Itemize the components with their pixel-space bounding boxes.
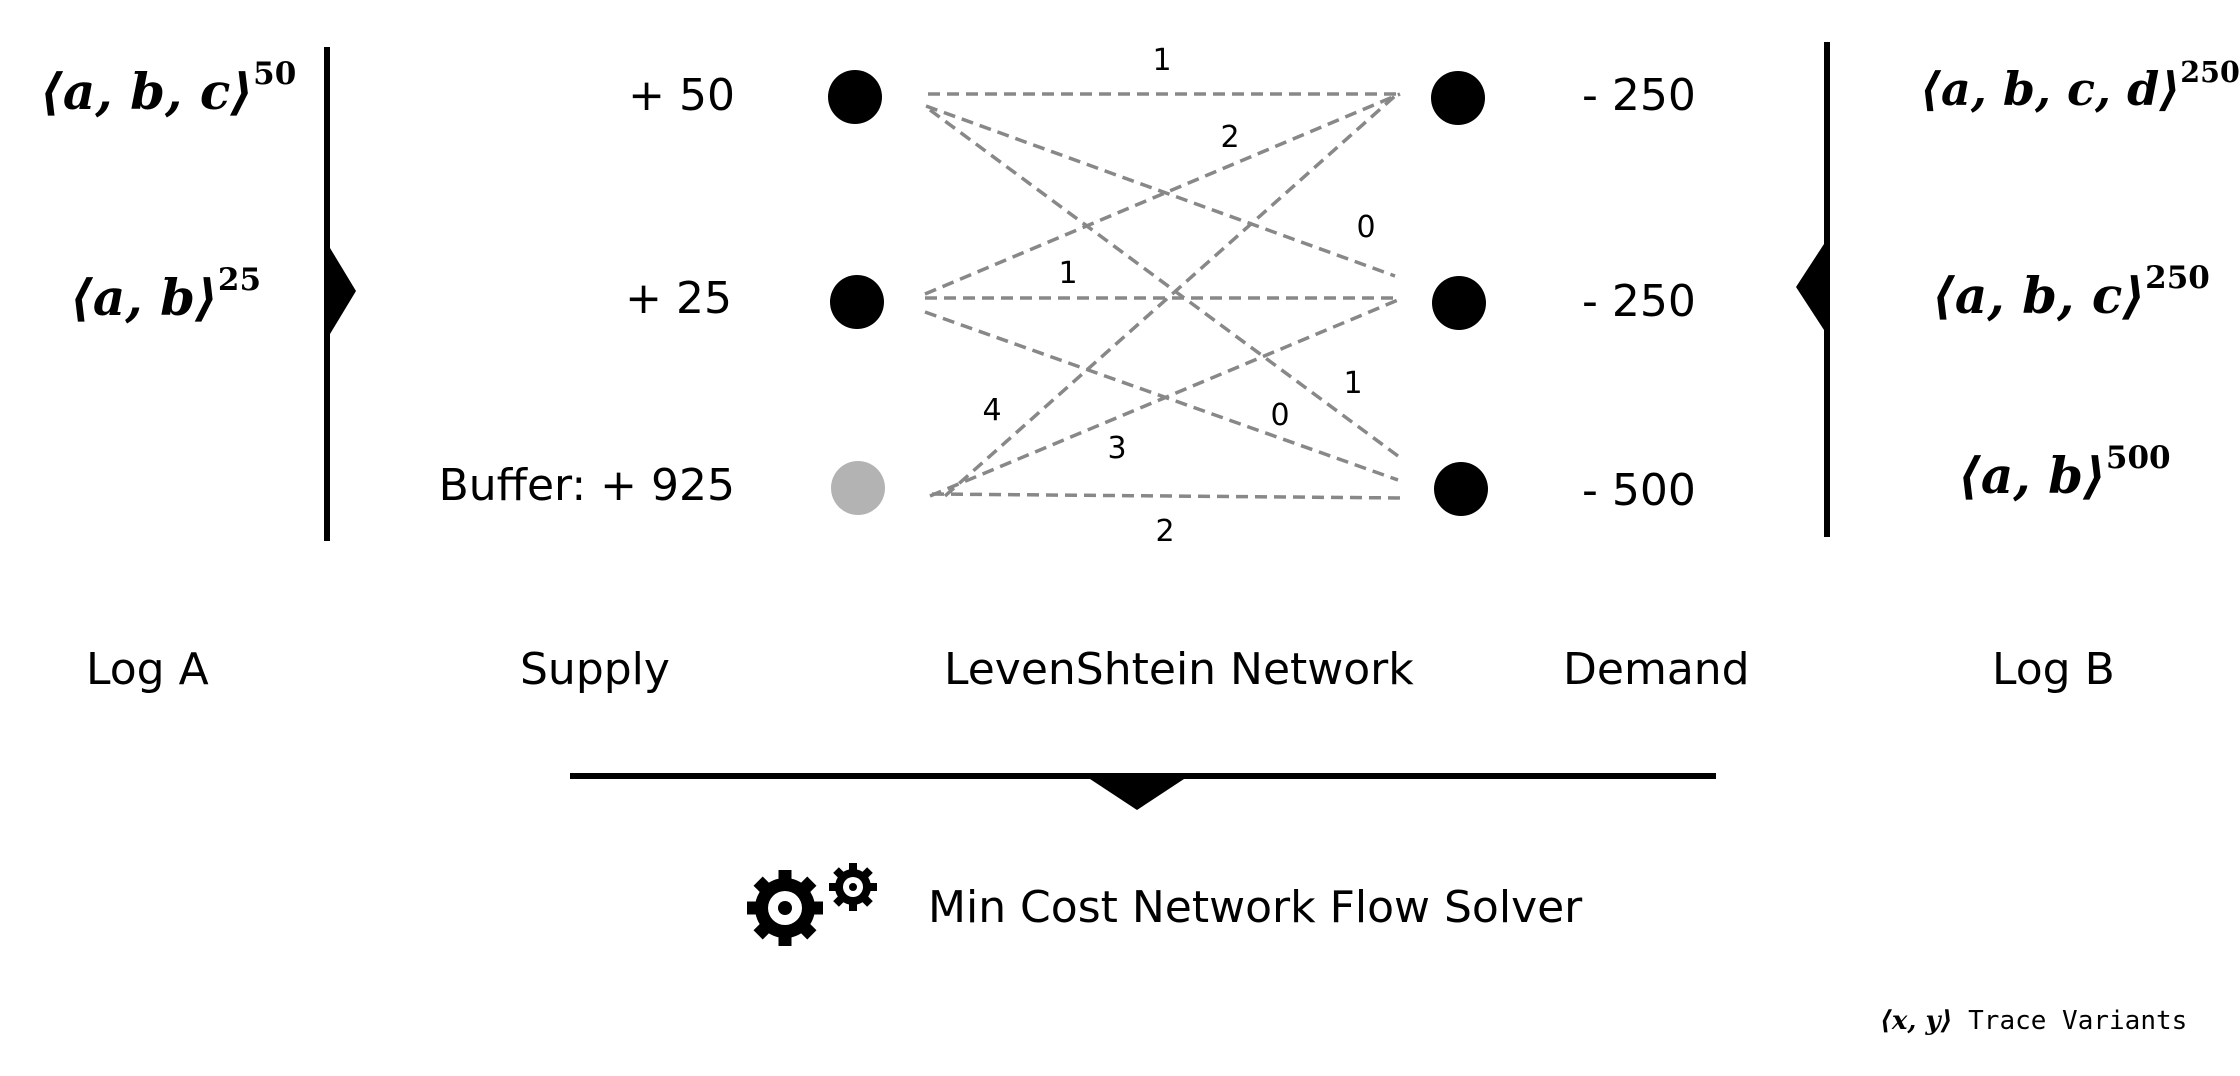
log-b-variant-2: ⟨a, b, c⟩250: [1932, 259, 2210, 325]
supply-label-buffer: Buffer: + 925: [438, 460, 735, 511]
edge-s3-d2: [929, 298, 1399, 498]
log-a-bracket: [324, 47, 356, 541]
network-edge-labels: 1 2 1 0 1 0 4 3 2: [982, 43, 1375, 549]
demand-node: [1434, 462, 1488, 516]
demand-label-2: - 250: [1582, 276, 1696, 327]
edge-cost-label: 1: [1152, 43, 1171, 78]
log-b-variant-3: ⟨a, b⟩500: [1958, 439, 2171, 505]
edge-cost-label: 3: [1107, 431, 1126, 466]
network-edges: [924, 92, 1406, 500]
supply-node: [828, 70, 882, 124]
legend-symbol: ⟨x, y⟩: [1880, 1006, 1953, 1036]
edge-cost-label: 2: [1220, 120, 1239, 155]
legend-text: Trace Variants: [1968, 1006, 2188, 1036]
edge-cost-label: 4: [982, 393, 1001, 428]
edge-s2-d1: [924, 92, 1401, 296]
demand-node: [1432, 276, 1486, 330]
log-b-variant-1: ⟨a, b, c, d⟩250: [1920, 54, 2240, 116]
edge-cost-label: 0: [1356, 210, 1375, 245]
supply-node: [830, 275, 884, 329]
edge-s1-d2: [925, 104, 1396, 278]
network-title: LevenShtein Network: [944, 644, 1414, 695]
demand-node: [1431, 71, 1485, 125]
edge-s2-d3: [924, 310, 1399, 482]
log-b-bracket: [1796, 42, 1830, 537]
legend: ⟨x, y⟩ Trace Variants: [1880, 1006, 2187, 1036]
edge-s3-d3: [931, 492, 1406, 500]
demand-title: Demand: [1563, 644, 1750, 695]
log-b-title: Log B: [1992, 644, 2115, 695]
demand-label-3: - 500: [1582, 465, 1696, 516]
supply-nodes: [828, 70, 885, 515]
log-a-variant-2: ⟨a, b⟩25: [70, 261, 262, 327]
edge-cost-label: 1: [1343, 366, 1362, 401]
supply-title: Supply: [520, 644, 670, 695]
log-a-title: Log A: [86, 644, 209, 695]
demand-label-1: - 250: [1582, 70, 1696, 121]
demand-nodes: [1431, 71, 1488, 516]
buffer-node: [831, 461, 885, 515]
solver-label: Min Cost Network Flow Solver: [928, 882, 1583, 933]
edge-s1-d3: [928, 108, 1400, 458]
edge-cost-label: 0: [1270, 398, 1289, 433]
supply-label-1: + 50: [628, 70, 735, 121]
edge-s3-d1: [943, 94, 1397, 498]
edge-cost-label: 1: [1058, 256, 1077, 291]
edge-cost-label: 2: [1155, 514, 1174, 549]
supply-label-2: + 25: [625, 273, 732, 324]
log-a-variant-1: ⟨a, b, c⟩50: [40, 55, 297, 121]
gears-icon: [747, 863, 877, 946]
solver-bracket: [570, 773, 1716, 810]
